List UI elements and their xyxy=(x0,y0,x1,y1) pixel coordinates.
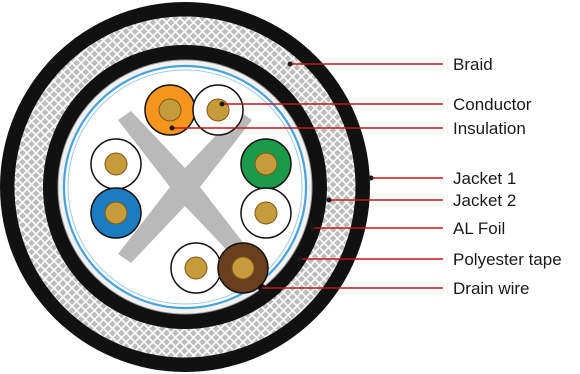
label-polyester-tape: Polyester tape xyxy=(453,250,562,269)
label-conductor: Conductor xyxy=(453,95,532,114)
label-insulation: Insulation xyxy=(453,119,526,138)
conductor xyxy=(185,257,207,279)
label-jacket-2: Jacket 2 xyxy=(453,191,516,210)
label-braid: Braid xyxy=(453,55,493,74)
label-jacket-1: Jacket 1 xyxy=(453,169,516,188)
conductor xyxy=(105,153,127,175)
label-al-foil: AL Foil xyxy=(453,219,505,238)
conductor xyxy=(255,202,277,224)
conductor xyxy=(232,257,254,279)
conductor xyxy=(207,99,229,121)
conductor xyxy=(255,153,277,175)
conductor xyxy=(105,202,127,224)
label-drain-wire: Drain wire xyxy=(453,279,530,298)
conductor xyxy=(159,99,181,121)
